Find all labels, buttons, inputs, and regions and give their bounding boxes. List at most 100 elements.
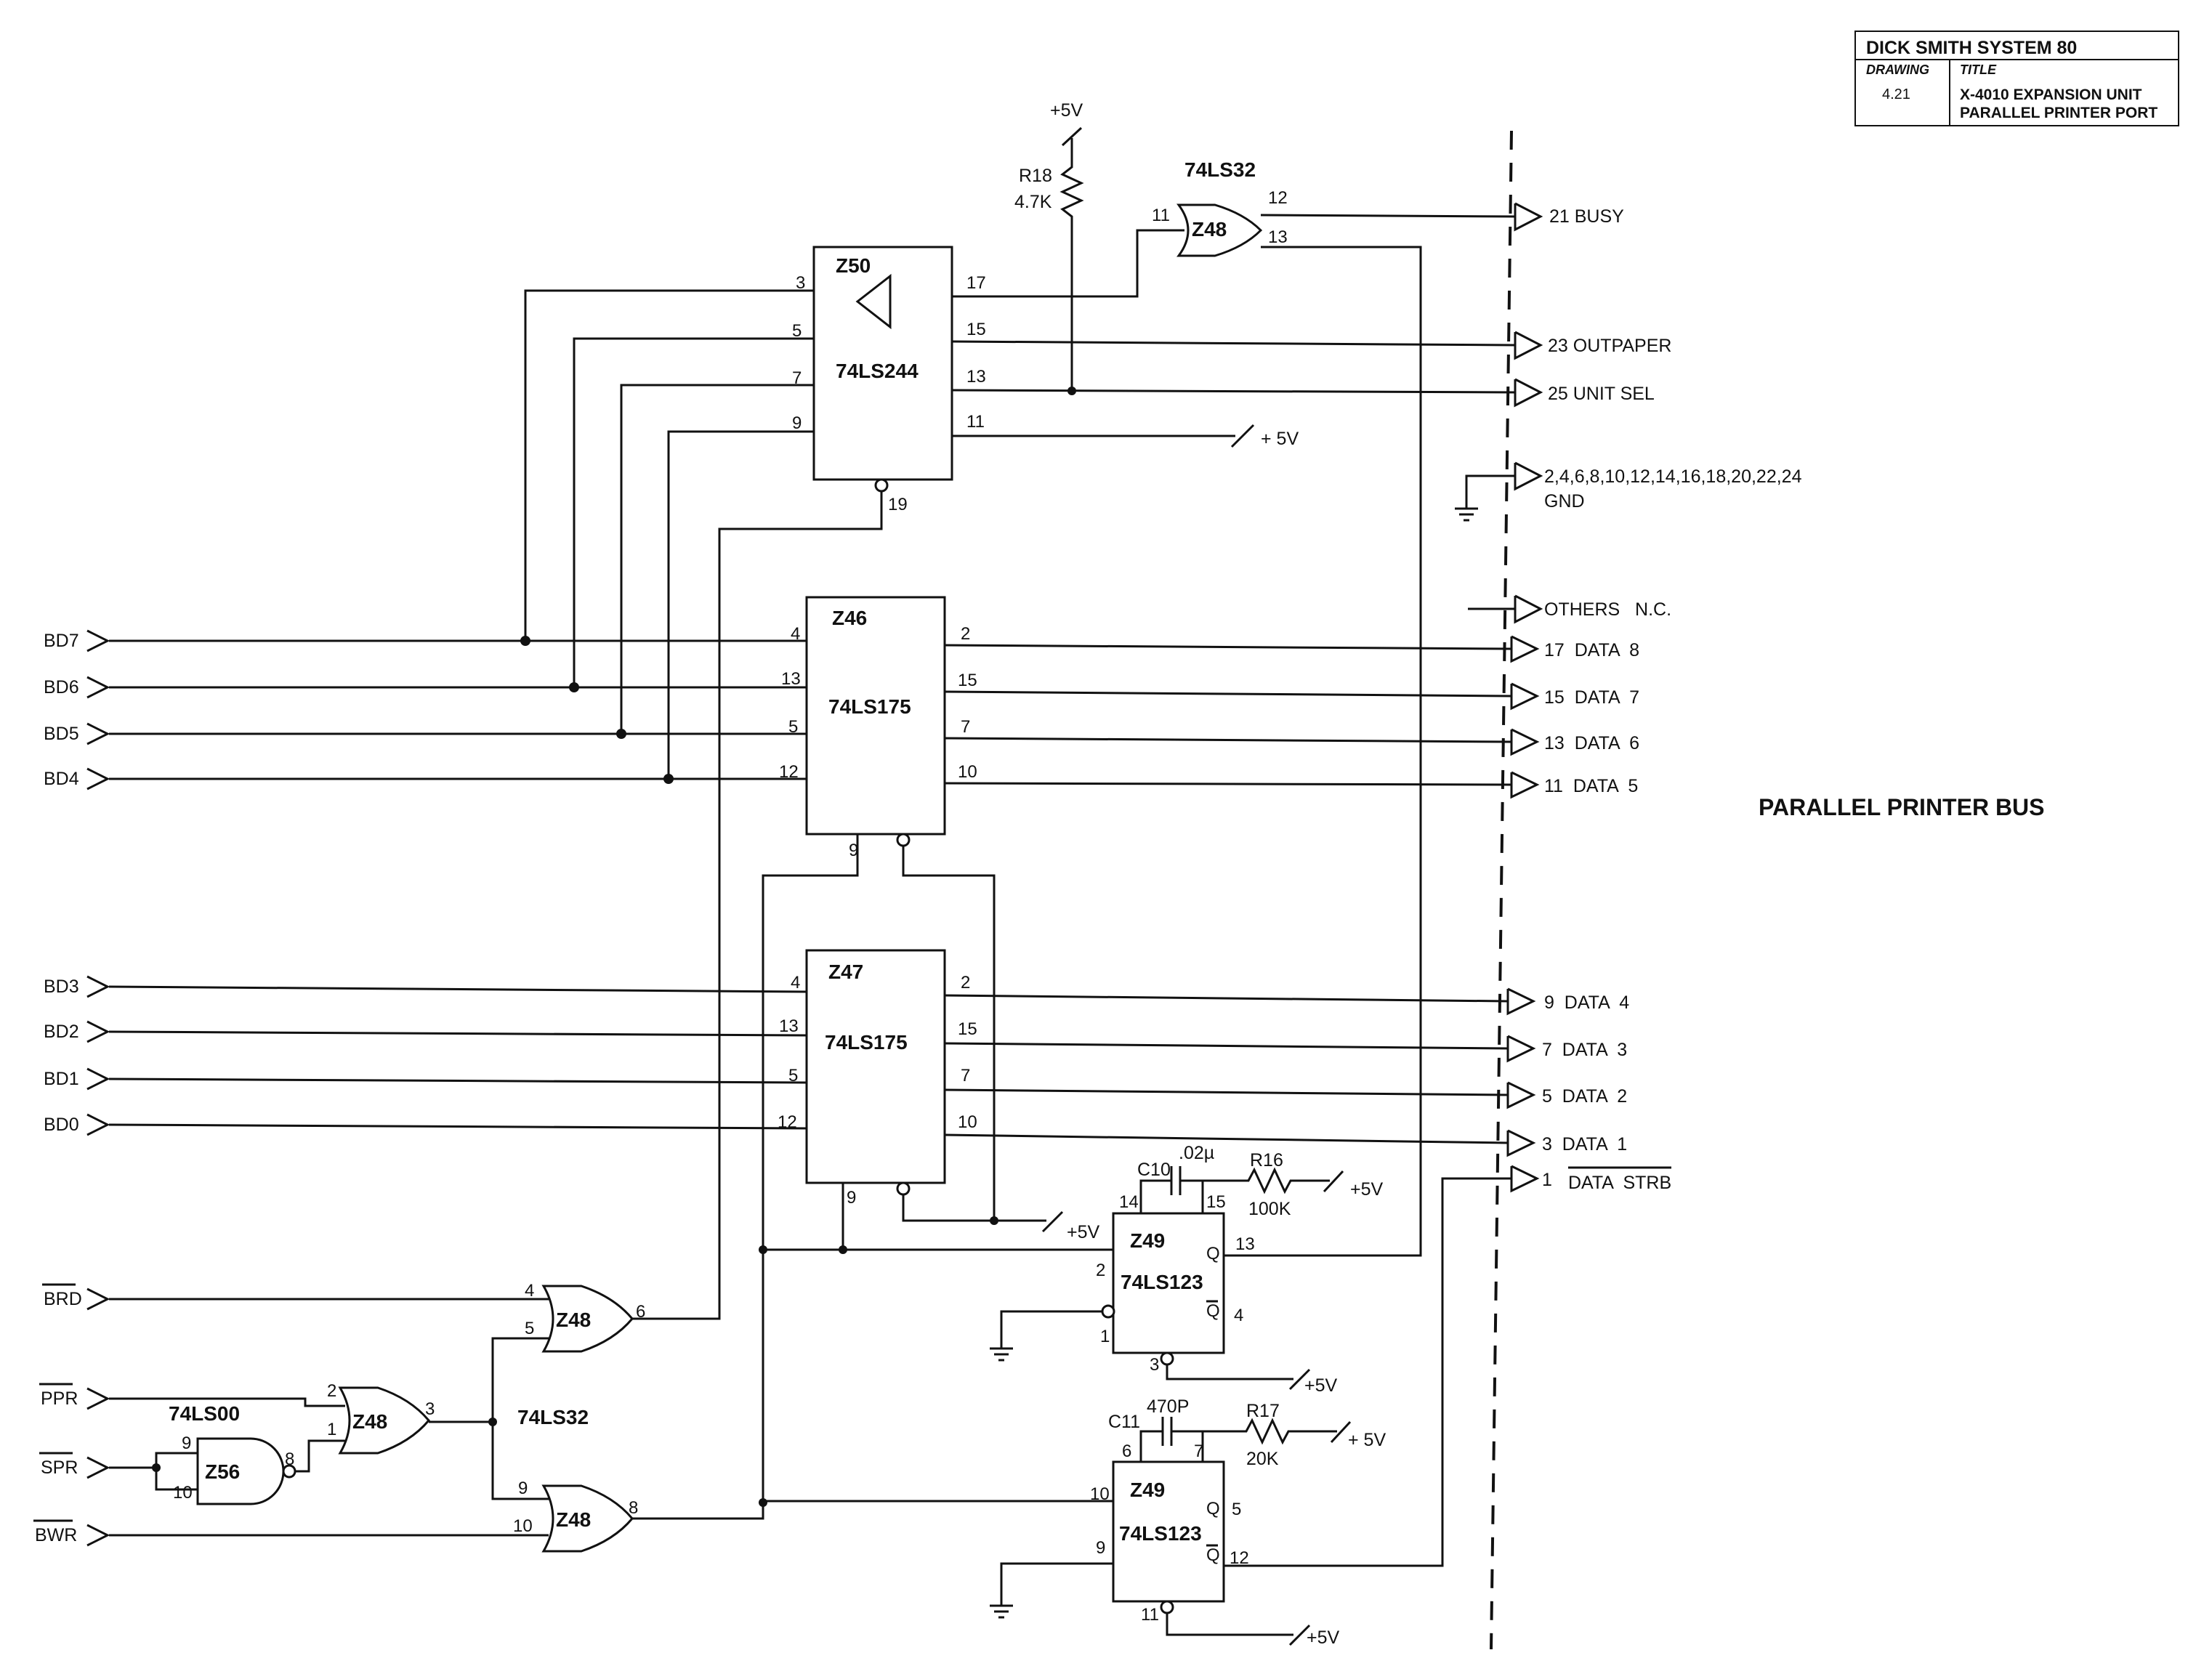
pin-label: 10 — [173, 1483, 193, 1503]
supply-z49-lower-11: +5V — [1307, 1628, 1340, 1648]
input-bd4: BD4 — [44, 769, 79, 789]
r17-value: 20K — [1246, 1449, 1279, 1469]
title-block-frame — [1854, 31, 2179, 126]
r16-ref: R16 — [1250, 1150, 1283, 1170]
pin-label: 7 — [961, 717, 970, 737]
pin-label: 5 — [788, 717, 798, 737]
pin-label: 1 — [1100, 1327, 1110, 1346]
pin-label: 3 — [796, 273, 805, 293]
chip-z47-ref: Z47 — [828, 961, 863, 983]
pin-label: 3 — [425, 1399, 435, 1419]
chip-z49-lower-part: 74LS123 — [1119, 1522, 1202, 1545]
chip-z50-part: 74LS244 — [836, 360, 919, 382]
pin-label: 13 — [781, 669, 801, 689]
gate-z56-ref: Z56 — [205, 1460, 240, 1483]
pin-label: 7 — [961, 1066, 970, 1085]
q-bar-output-label: Q — [1206, 1301, 1220, 1321]
supply-r18-label: +5V — [1050, 100, 1083, 121]
pin-label: 5 — [792, 321, 802, 341]
chip-z49-lower: Z49 74LS123 6 7 10 9 5 12 11 Q Q — [1090, 1442, 1249, 1625]
pin-label: 3 — [1150, 1355, 1159, 1375]
title-block-title-line1: X-4010 EXPANSION UNIT — [1960, 86, 2142, 103]
chip-z49-upper: Z49 74LS123 14 15 13 2 1 4 3 Q Q — [1096, 1192, 1255, 1375]
output-data6: 13 DATA 6 — [1544, 733, 1639, 753]
pin-label: 15 — [1206, 1192, 1226, 1212]
chip-z50: Z50 74LS244 3 5 7 9 17 15 13 11 19 — [792, 246, 986, 514]
title-block-title-line2: PARALLEL PRINTER PORT — [1960, 105, 2157, 121]
input-bwr: BWR — [35, 1525, 77, 1545]
output-data1: 3 DATA 1 — [1542, 1134, 1627, 1155]
r16-value: 100K — [1248, 1199, 1291, 1219]
output-data8: 17 DATA 8 — [1544, 640, 1639, 660]
output-outpaper: 23 OUTPAPER — [1548, 336, 1671, 356]
gate-z48-top-part: 74LS32 — [1184, 158, 1256, 181]
pin-label: 4 — [525, 1281, 534, 1301]
pin-label: 1 — [327, 1420, 336, 1439]
supply-z47: +5V — [1067, 1222, 1100, 1242]
connector-boundary-line — [1490, 130, 1513, 1650]
title-block: DICK SMITH SYSTEM 80 DRAWING 4.21 TITLE … — [1854, 31, 2179, 126]
pin-label: 5 — [525, 1319, 534, 1338]
output-data7: 15 DATA 7 — [1544, 687, 1639, 708]
input-connectors: BD7 BD6 BD5 BD4 BD3 BD2 BD1 BD0 BRD PPR … — [33, 629, 110, 1547]
gate-or-part-label: 74LS32 — [517, 1406, 589, 1428]
pin-label: 11 — [1141, 1605, 1159, 1625]
chip-z47: Z47 74LS175 4 13 5 12 2 15 7 10 9 — [778, 949, 977, 1208]
r17-ref: R17 — [1246, 1401, 1280, 1421]
supply-r17: + 5V — [1348, 1430, 1386, 1450]
chip-z49-upper-part: 74LS123 — [1121, 1271, 1203, 1293]
pin-label: 14 — [1119, 1192, 1139, 1212]
pin-label: 8 — [285, 1449, 294, 1469]
output-connectors: 21 BUSY 23 OUTPAPER 25 UNIT SEL 2,4,6,8,… — [1506, 202, 1802, 1193]
gate-z48-ppr-spr: Z48 2 1 3 — [327, 1381, 435, 1455]
pin-label: 4 — [791, 624, 800, 644]
pin-label: 9 — [849, 841, 858, 860]
gate-z48-ppr-spr-ref: Z48 — [352, 1410, 387, 1433]
input-ppr: PPR — [41, 1388, 78, 1409]
pin-label: 12 — [1268, 188, 1288, 208]
q-bar-output-label: Q — [1206, 1545, 1220, 1565]
pin-label: 19 — [888, 495, 908, 514]
output-gnd: GND — [1544, 491, 1585, 512]
pin-label: 6 — [636, 1302, 645, 1322]
pin-label: 13 — [1268, 227, 1288, 247]
pin-label: 9 — [847, 1188, 856, 1208]
gate-z56-part: 74LS00 — [169, 1402, 240, 1425]
output-data-strb: DATA STRB — [1568, 1173, 1671, 1193]
pin-label: 10 — [958, 762, 977, 782]
output-data5: 11 DATA 5 — [1544, 776, 1638, 796]
output-gnd-pins: 2,4,6,8,10,12,14,16,18,20,22,24 — [1544, 466, 1802, 487]
pin-label: 4 — [791, 973, 800, 992]
c10-ref: C10 — [1137, 1160, 1171, 1180]
c11-value: 470P — [1147, 1396, 1189, 1417]
pin-label: 5 — [788, 1066, 798, 1085]
chip-z46-part: 74LS175 — [828, 695, 911, 718]
chip-z47-part: 74LS175 — [825, 1031, 908, 1054]
pin-label: 11 — [966, 412, 985, 432]
pin-label: 9 — [792, 413, 802, 433]
output-data3: 7 DATA 3 — [1542, 1040, 1627, 1060]
pin-label: 13 — [1235, 1234, 1255, 1254]
supply-r16: +5V — [1350, 1179, 1384, 1200]
supply-z50-11: + 5V — [1261, 429, 1299, 449]
pin-label: 2 — [327, 1381, 336, 1401]
pin-label: 15 — [958, 671, 977, 690]
pin-label: 17 — [966, 273, 986, 293]
pin-label: 11 — [1152, 206, 1170, 225]
pin-label: 2 — [1096, 1261, 1105, 1280]
pin-label: 15 — [966, 320, 986, 339]
title-block-system: DICK SMITH SYSTEM 80 — [1866, 38, 2077, 58]
pin-label: 9 — [1096, 1538, 1105, 1558]
output-others-nc: OTHERS N.C. — [1544, 599, 1671, 620]
component-labels: +5V R18 4.7K + 5V +5V C10 .02µ R16 100K … — [1014, 100, 1386, 1648]
wiring — [108, 126, 1516, 1646]
c10-value: .02µ — [1179, 1143, 1214, 1163]
input-brd: BRD — [44, 1289, 82, 1309]
pin-label: 13 — [966, 367, 986, 387]
pin-label: 10 — [958, 1112, 977, 1132]
gate-z48-top: Z48 74LS32 11 12 13 — [1152, 158, 1288, 257]
pin-label: 9 — [518, 1479, 528, 1498]
parallel-printer-bus-label: PARALLEL PRINTER BUS — [1759, 794, 2045, 820]
output-strb-pin: 1 — [1542, 1170, 1552, 1190]
pin-label: 13 — [779, 1016, 799, 1036]
